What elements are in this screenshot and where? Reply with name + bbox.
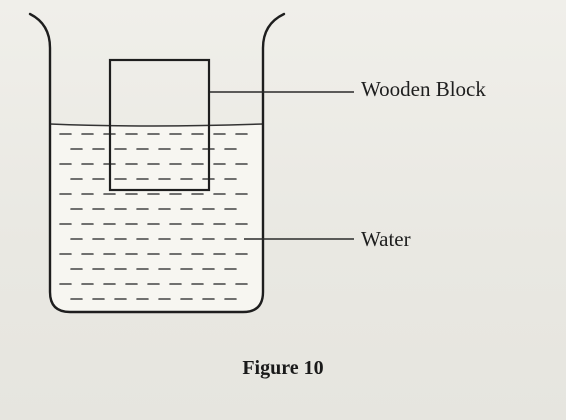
wooden-block-label: Wooden Block xyxy=(361,77,486,101)
water-surface xyxy=(49,123,264,127)
figure-caption: Figure 10 xyxy=(242,357,324,379)
water-dashes xyxy=(59,133,248,300)
water-label: Water xyxy=(361,227,411,251)
beaker-outline xyxy=(28,12,286,314)
wooden-block xyxy=(108,58,211,192)
